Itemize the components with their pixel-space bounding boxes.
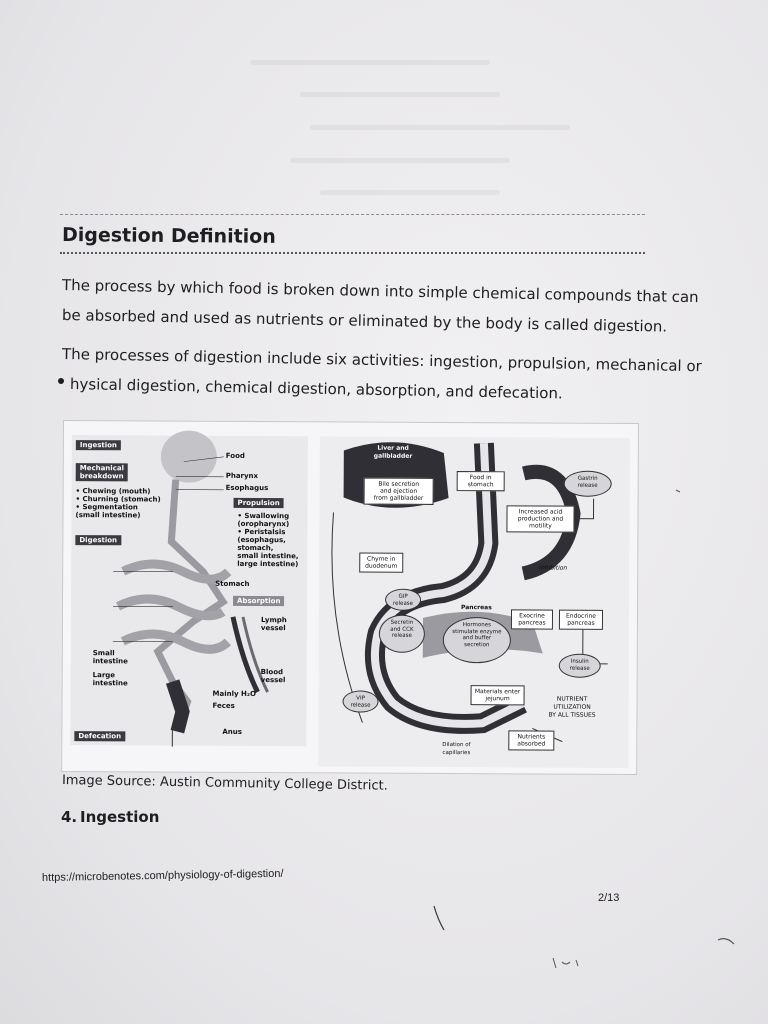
pen-stroke — [675, 489, 681, 493]
head-shape — [160, 430, 217, 483]
bleed-through-line — [250, 60, 490, 65]
pen-stroke — [717, 938, 735, 945]
intestine-loop-2 — [116, 594, 226, 621]
bleed-through-line — [320, 190, 500, 195]
heading-underline — [60, 252, 645, 254]
intestine-loop-3 — [120, 629, 232, 654]
intestine-loop-1 — [121, 559, 232, 584]
tract-lumen — [370, 443, 525, 728]
blood-vessel-shape — [241, 616, 269, 693]
section-title: Ingestion — [80, 808, 160, 826]
bleed-through-line — [290, 158, 510, 163]
section-number: 4. — [61, 808, 78, 826]
bleed-through-line — [300, 92, 500, 97]
page-number: 2/13 — [598, 892, 620, 904]
pen-stroke — [552, 957, 579, 969]
pen-stroke — [433, 905, 445, 931]
rectum-shape — [165, 679, 190, 734]
bleed-through-line — [310, 125, 570, 130]
digestion-figure: Ingestion Mechanical breakdown Digestion… — [61, 420, 639, 776]
bullet-dot — [58, 378, 64, 384]
top-dashed-rule — [60, 214, 645, 215]
lymph-vessel-shape — [230, 616, 260, 694]
